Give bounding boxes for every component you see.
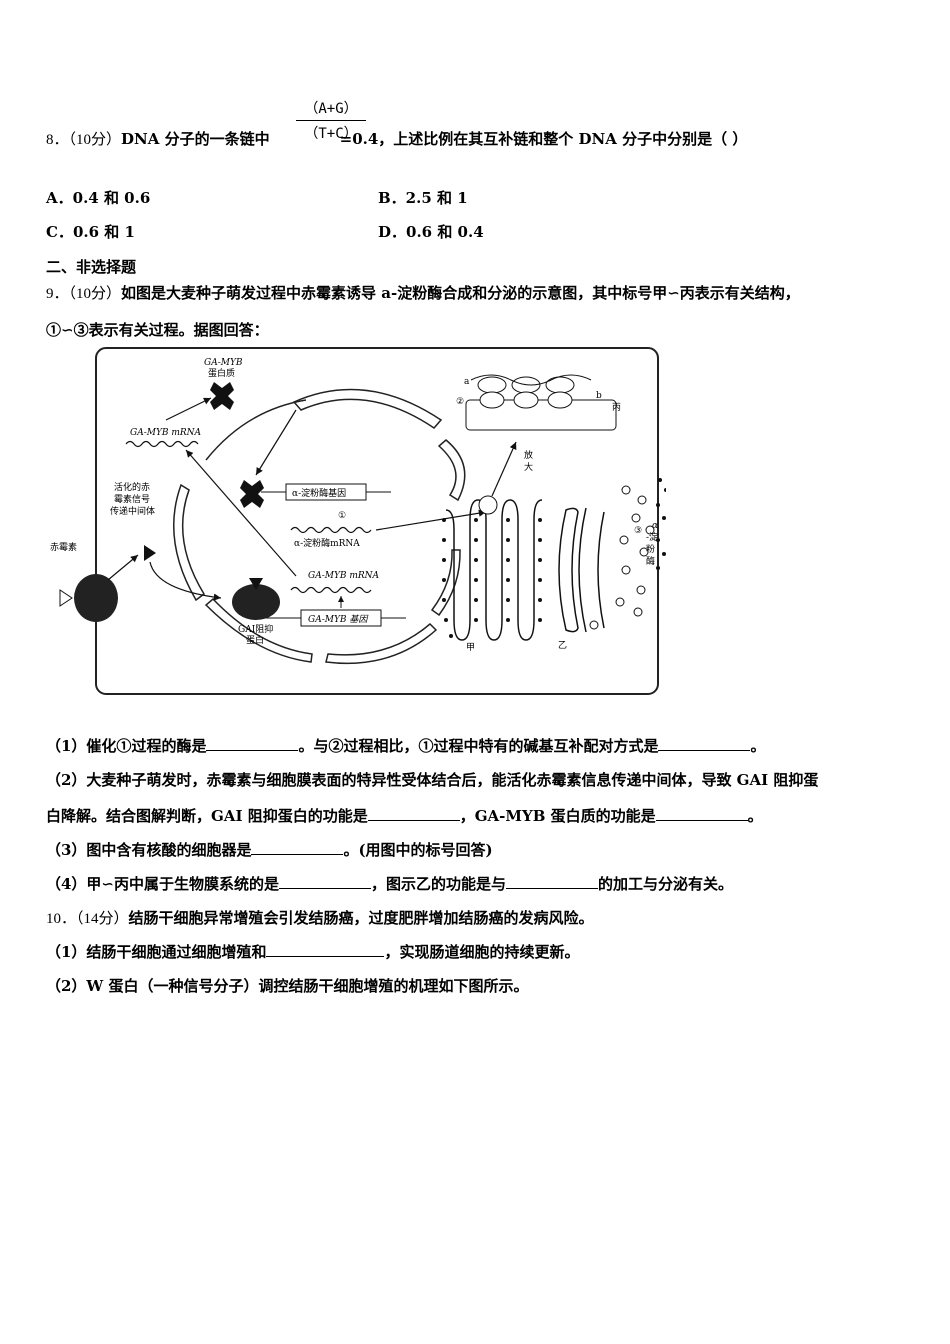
fig-activated-label3: 传递中间体 bbox=[110, 505, 155, 517]
q8-option-a: A．0.4 和 0.6 bbox=[46, 189, 151, 207]
fig-bing-label: 丙 bbox=[612, 402, 621, 413]
fig-activated-label2: 霉素信号 bbox=[114, 493, 150, 505]
q9-sub2-text-c: ，GA-MYB 蛋白质的功能是 bbox=[459, 807, 656, 825]
q8-lead: DNA 分子的一条链中 bbox=[121, 130, 270, 148]
q10-sub1-blank bbox=[266, 941, 385, 957]
q8-points: （10分） bbox=[68, 132, 122, 148]
q9-sub4-blank1 bbox=[279, 873, 372, 889]
q9-sub3-text-a: （3）图中含有核酸的细胞器是 bbox=[46, 841, 252, 859]
fig-amylase-label1: α bbox=[652, 521, 658, 531]
q10-points: （14分） bbox=[76, 911, 129, 927]
fig-step3: ③ bbox=[634, 526, 642, 536]
q9-stem-line2: ①∽③表示有关过程。据图回答： bbox=[46, 321, 269, 339]
q10-sub1-text-b: ，实现肠道细胞的持续更新。 bbox=[384, 943, 580, 961]
ga-myb-mrna2-strand bbox=[290, 586, 372, 594]
amylase-granules bbox=[656, 478, 666, 570]
q9-sub1-text-c: 。 bbox=[750, 737, 766, 755]
fig-step2: ② bbox=[456, 397, 464, 407]
fig-amylase-label4: 酶 bbox=[646, 555, 655, 567]
fig-amylase-label3: 粉 bbox=[646, 543, 655, 555]
q8-frac-bottom: （T+C） bbox=[304, 126, 358, 142]
q9-sub2-blank2 bbox=[655, 805, 748, 821]
receptor-shape bbox=[74, 574, 118, 622]
fig-b-label: b bbox=[596, 391, 602, 401]
q8-stem: 8．（10分）DNA 分子的一条链中 =0.4，上述比例在其互补链和整个 DNA … bbox=[46, 128, 747, 149]
q9-sub4-text-c: 的加工与分泌有关。 bbox=[598, 875, 734, 893]
q8-number: 8． bbox=[46, 132, 69, 148]
q9-sub2-line1: （2）大麦种子萌发时，赤霉素与细胞膜表面的特异性受体结合后，能活化赤霉素信息传递… bbox=[46, 771, 819, 789]
nuclear-envelope bbox=[173, 388, 466, 665]
q9-sub1-text-a: （1）催化①过程的酶是 bbox=[46, 737, 207, 755]
q8-option-b: B．2.5 和 1 bbox=[378, 189, 468, 207]
fig-jia-label: 甲 bbox=[466, 642, 475, 653]
amylase-gene-box bbox=[285, 483, 367, 501]
q9-sub3-text-b: 。(用图中的标号回答) bbox=[343, 841, 493, 859]
q9-text1: 如图是大麦种子萌发过程中赤霉素诱导 a-淀粉酶合成和分泌的示意图，其中标号甲∽丙… bbox=[121, 284, 800, 302]
fig-a-label: a bbox=[464, 377, 470, 387]
q9-sub3: （3）图中含有核酸的细胞器是 。(用图中的标号回答) bbox=[46, 839, 493, 860]
ribosome-dots bbox=[442, 518, 542, 638]
q9-sub1-text-b: 。与②过程相比，①过程中特有的碱基互补配对方式是 bbox=[298, 737, 659, 755]
q8-option-d: D．0.6 和 0.4 bbox=[378, 223, 484, 241]
q9-sub4-text-a: （4）甲∽丙中属于生物膜系统的是 bbox=[46, 875, 280, 893]
fig-activated-label1: 活化的赤 bbox=[114, 481, 150, 493]
secretory-vesicles bbox=[589, 485, 655, 630]
q8-option-c: C．0.6 和 1 bbox=[46, 223, 135, 241]
q10-sub1: （1）结肠干细胞通过细胞增殖和 ，实现肠道细胞的持续更新。 bbox=[46, 941, 579, 962]
section-title: 二、非选择题 bbox=[46, 258, 137, 276]
fig-enlarge-label2: 大 bbox=[524, 461, 533, 473]
q9-sub2-text-b: 白降解。结合图解判断，GAI 阻抑蛋白的功能是 bbox=[46, 807, 368, 825]
fig-ga-myb-mrna-label: GA-MYB mRNA bbox=[130, 428, 202, 438]
gibberellin-amylase-diagram: GA-MYB 蛋白质 GA-MYB mRNA α-淀粉酶基因 ① α-淀粉酶mR… bbox=[50, 347, 666, 695]
activated-intermediate-shape bbox=[144, 545, 156, 561]
gibberellin-shape bbox=[59, 589, 73, 607]
q8-tail: =0.4，上述比例在其互补链和整个 DNA 分子中分别是（ ） bbox=[339, 130, 748, 148]
q10-sub1-text-a: （1）结肠干细胞通过细胞增殖和 bbox=[46, 943, 267, 961]
fig-amylase-mrna-label: α-淀粉酶mRNA bbox=[294, 537, 360, 549]
endoplasmic-reticulum bbox=[445, 499, 543, 641]
q9-sub2-line2: 白降解。结合图解判断，GAI 阻抑蛋白的功能是 ，GA-MYB 蛋白质的功能是 。 bbox=[46, 805, 763, 826]
q9-sub2-blank1 bbox=[367, 805, 460, 821]
q9-sub4-blank2 bbox=[506, 873, 599, 889]
zoom-ribosomes bbox=[477, 376, 575, 409]
fig-yi-label: 乙 bbox=[558, 640, 567, 651]
q9-stem-line1: 9．（10分）如图是大麦种子萌发过程中赤霉素诱导 a-淀粉酶合成和分泌的示意图，… bbox=[46, 282, 800, 303]
q9-sub2-text-d: 。 bbox=[747, 807, 763, 825]
q9-sub4: （4）甲∽丙中属于生物膜系统的是 ，图示乙的功能是与 的加工与分泌有关。 bbox=[46, 873, 733, 894]
q9-points: （10分） bbox=[68, 286, 122, 302]
fig-ga-myb-mrna2-label: GA-MYB mRNA bbox=[308, 571, 380, 581]
cell-boundary bbox=[95, 347, 659, 695]
q10-stem: 10．（14分）结肠干细胞异常增殖会引发结肠癌，过度肥胖增加结肠癌的发病风险。 bbox=[46, 907, 594, 928]
fig-amylase-gene-label: α-淀粉酶基因 bbox=[292, 487, 346, 499]
ga-myb-protein-shape bbox=[210, 382, 234, 410]
fig-gai-label2: 蛋白 bbox=[246, 634, 264, 646]
ga-myb-mrna-strand bbox=[125, 440, 199, 448]
q10-sub2: （2）W 蛋白（一种信号分子）调控结肠干细胞增殖的机理如下图所示。 bbox=[46, 977, 529, 995]
q9-sub3-blank bbox=[251, 839, 344, 855]
golgi-apparatus bbox=[558, 507, 605, 633]
q9-sub1-blank1 bbox=[206, 735, 299, 751]
fig-enlarge-label1: 放 bbox=[524, 449, 533, 461]
q9-number: 9． bbox=[46, 286, 69, 302]
q8-frac-top: （A+G） bbox=[296, 98, 366, 121]
q9-sub1-blank2 bbox=[658, 735, 751, 751]
q9-sub1: （1）催化①过程的酶是 。与②过程相比，①过程中特有的碱基互补配对方式是 。 bbox=[46, 735, 765, 756]
ga-myb-bound-shape bbox=[240, 480, 264, 508]
ga-myb-gene-box bbox=[300, 609, 382, 627]
q8-fraction: （A+G） （T+C） bbox=[296, 98, 366, 143]
fig-ga-myb-gene-label: GA-MYB 基因 bbox=[308, 614, 369, 625]
fig-ga-myb-protein-label: GA-MYB bbox=[204, 358, 243, 368]
q10-text: 结肠干细胞异常增殖会引发结肠癌，过度肥胖增加结肠癌的发病风险。 bbox=[128, 909, 594, 927]
zoom-box bbox=[465, 399, 617, 431]
fig-step1: ① bbox=[338, 511, 346, 521]
fig-ga-myb-protein-label2: 蛋白质 bbox=[208, 367, 235, 379]
amylase-mrna-strand bbox=[290, 526, 372, 534]
gai-repressor-shape bbox=[232, 584, 280, 620]
fig-gai-label1: GAI阻抑 bbox=[238, 623, 273, 635]
fig-amylase-label2: -淀 bbox=[646, 531, 658, 543]
fig-gibberellin-label: 赤霉素 bbox=[50, 541, 77, 553]
q9-sub4-text-b: ，图示乙的功能是与 bbox=[371, 875, 507, 893]
q10-number: 10． bbox=[46, 911, 77, 927]
magnify-circle bbox=[478, 495, 498, 515]
